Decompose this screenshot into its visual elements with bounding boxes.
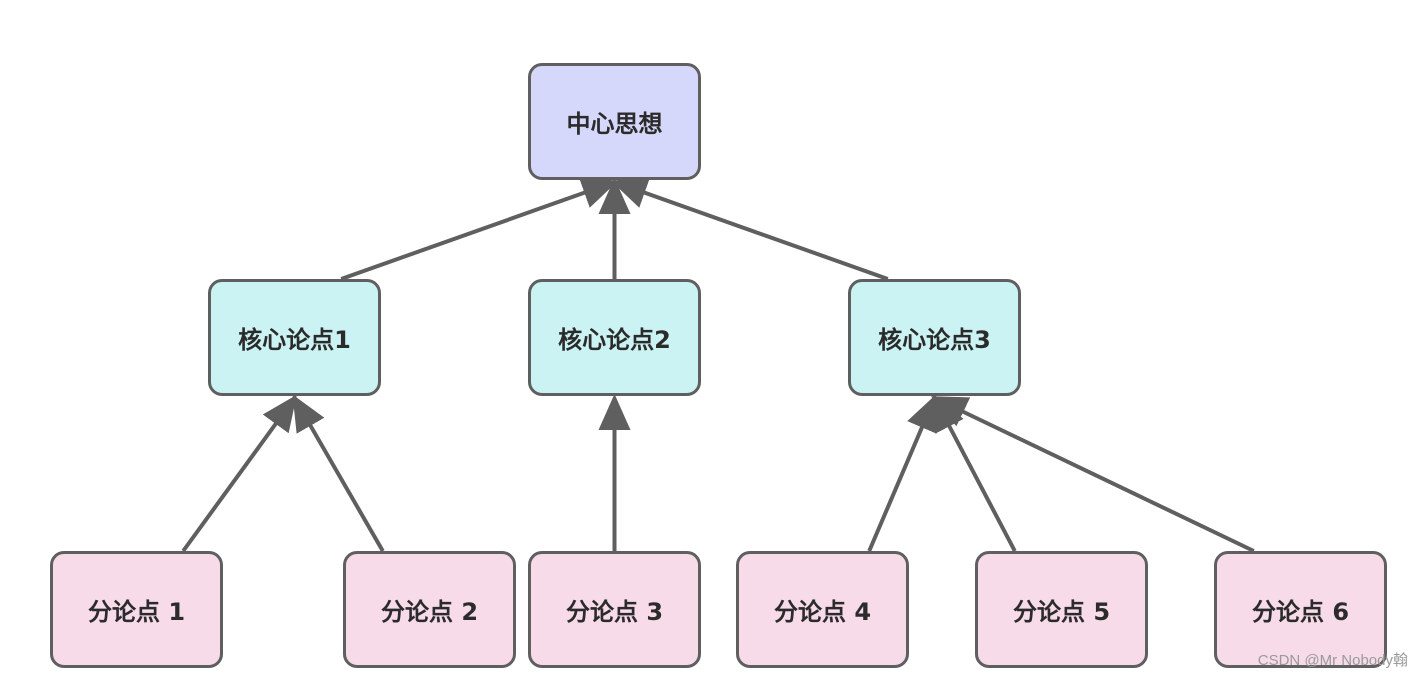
core-point-label-1: 核心论点1 (238, 326, 351, 354)
sub-point-node-2: 分论点 2 (343, 551, 516, 668)
sub-point-label-6: 分论点 6 (1251, 598, 1350, 626)
root-node-main-idea: 中心思想 (528, 63, 701, 180)
sub-point-label-4: 分论点 4 (773, 598, 872, 626)
core-point-label-3: 核心论点3 (878, 326, 991, 354)
edge-arrow-5 (292, 394, 385, 552)
edge-arrow-3 (610, 177, 889, 281)
core-point-node-1: 核心论点1 (208, 279, 381, 396)
edge-arrow-4 (181, 394, 297, 553)
edge-arrow-9 (930, 396, 1255, 553)
root-node-label: 中心思想 (566, 110, 663, 138)
core-point-label-2: 核心论点2 (558, 326, 671, 354)
edge-arrow-1 (340, 177, 619, 281)
sub-point-node-1: 分论点 1 (50, 551, 223, 668)
sub-point-node-5: 分论点 5 (975, 551, 1148, 668)
sub-point-label-2: 分论点 2 (380, 598, 479, 626)
sub-point-label-3: 分论点 3 (565, 598, 664, 626)
sub-point-node-3: 分论点 3 (528, 551, 701, 668)
sub-point-node-6: 分论点 6 (1214, 551, 1387, 668)
core-point-node-2: 核心论点2 (528, 279, 701, 396)
sub-point-label-5: 分论点 5 (1012, 598, 1111, 626)
edge-arrow-7 (867, 394, 937, 552)
core-point-node-3: 核心论点3 (848, 279, 1021, 396)
watermark-text: CSDN @Mr Nobody翰 (1257, 652, 1408, 669)
sub-point-node-4: 分论点 4 (736, 551, 909, 668)
edge-arrow-8 (932, 394, 1017, 552)
sub-point-label-1: 分论点 1 (87, 598, 186, 626)
